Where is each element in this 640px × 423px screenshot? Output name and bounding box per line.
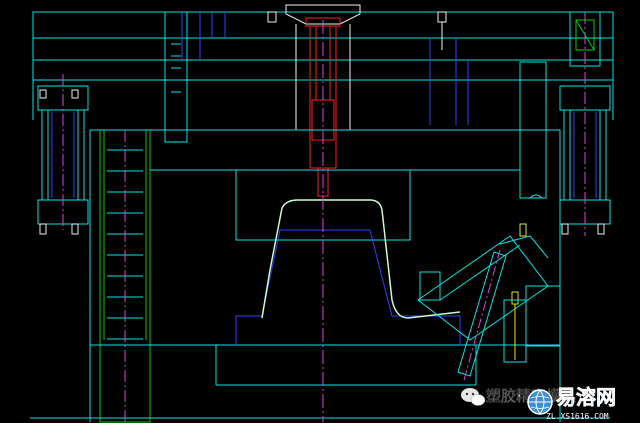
- lifter-rod: [457, 251, 507, 377]
- product-profile: [261, 199, 461, 319]
- globe-logo-icon: [527, 389, 553, 415]
- left-cylinder-rods: [51, 112, 75, 198]
- right-cylinder-bolts: [561, 223, 605, 235]
- watermark-logo-text: 易溶网: [556, 385, 616, 409]
- core-insert-outline: [235, 229, 461, 345]
- right-hydraulic-cylinder: [559, 11, 611, 225]
- top-plate-inner-lines: [181, 12, 469, 125]
- watermark-logo-subtext: ZL.XS1616.COM: [546, 412, 609, 421]
- right-cylinder-rods: [573, 112, 597, 198]
- lifter-rod-centerline: [463, 249, 501, 381]
- left-top-pin: [164, 11, 188, 143]
- right-top-guide: [575, 19, 595, 51]
- left-cylinder-bolts: [39, 89, 79, 235]
- right-lower-plates: [419, 271, 561, 347]
- wechat-icon: [461, 388, 486, 406]
- yellow-ejector-pins: [511, 223, 527, 360]
- sprue-bushing: [267, 4, 447, 131]
- watermark: 塑胶精密模具 易溶网 ZL.XS1616.COM: [461, 385, 616, 421]
